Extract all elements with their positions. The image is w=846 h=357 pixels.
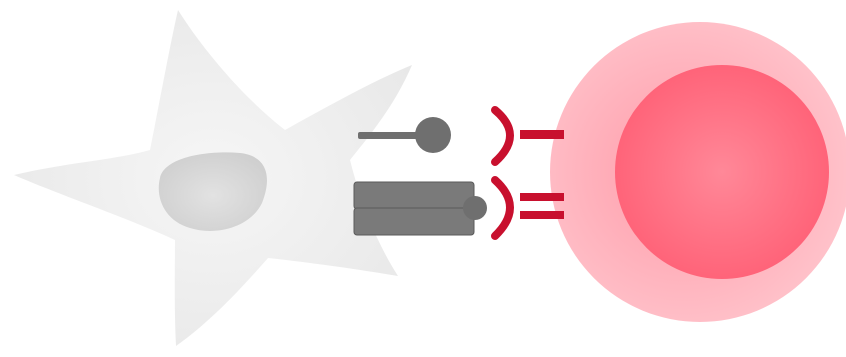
receptor-single-stalk: [520, 130, 564, 139]
receptor-single-icon: [491, 106, 564, 166]
receptor-double-stalk-bottom: [520, 211, 564, 219]
receptor-double-cup: [491, 176, 514, 240]
dendritic-cell-nucleus: [158, 152, 267, 231]
peptide-dot: [463, 196, 487, 220]
ligand-stalk: [358, 132, 434, 139]
ligand-head: [415, 117, 451, 153]
dendritic-cell-icon: [14, 10, 412, 346]
receptor-single-cup: [491, 106, 514, 166]
t-cell-icon: [550, 22, 846, 322]
mhc-complex-icon: [353, 181, 487, 236]
mhc-upper-bar: [353, 181, 475, 210]
mhc-lower-bar: [353, 207, 475, 236]
receptor-double-stalk-top: [520, 193, 564, 201]
t-cell-nucleus: [615, 65, 829, 279]
receptor-double-icon: [491, 176, 564, 240]
ligand-lollipop-icon: [358, 117, 451, 153]
